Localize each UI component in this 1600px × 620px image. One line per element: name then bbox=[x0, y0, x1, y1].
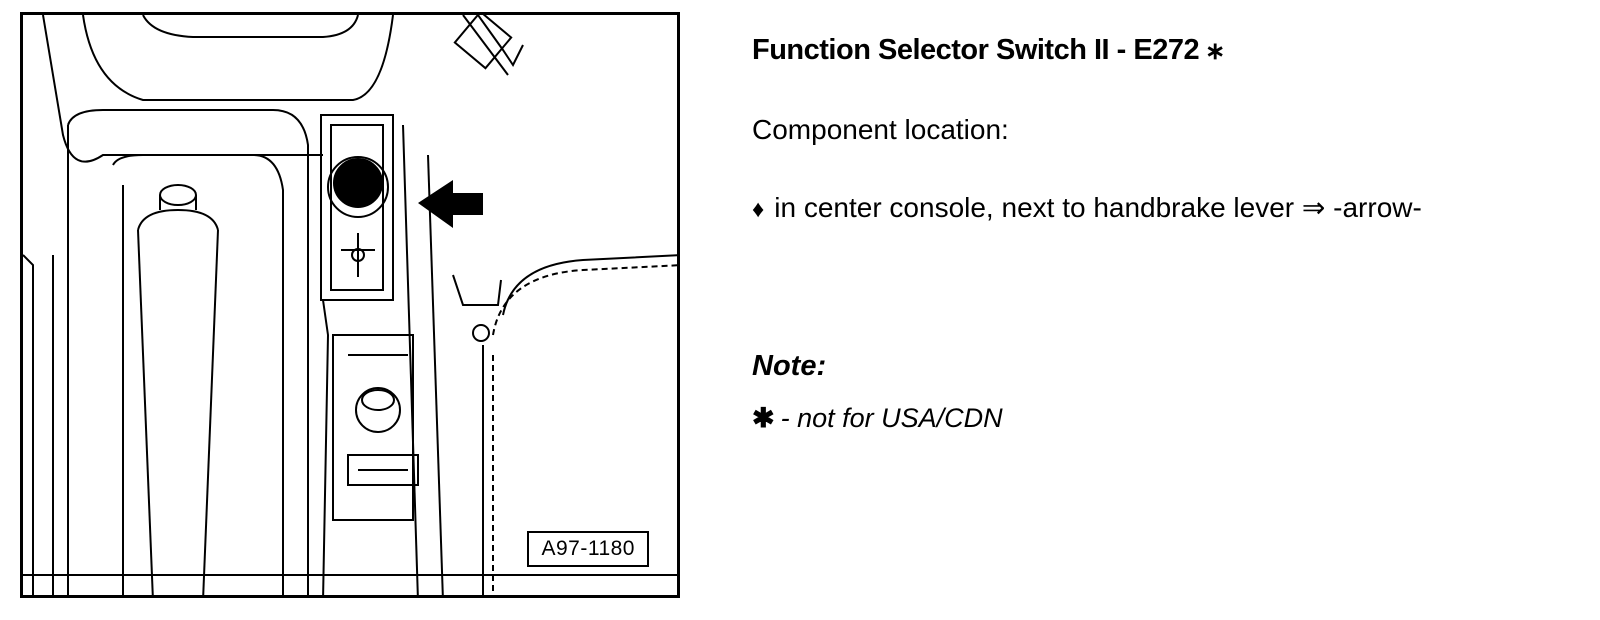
center-console-drawing bbox=[23, 15, 677, 595]
component-location-label: Component location: bbox=[752, 114, 1009, 145]
asterisk-icon: ✱ bbox=[752, 403, 775, 433]
figure-label: A97-1180 bbox=[527, 531, 649, 567]
page-title: Function Selector Switch II - E272∗ bbox=[752, 30, 1592, 72]
location-bullet: ♦ in center console, next to handbrake le… bbox=[752, 190, 1592, 228]
note-text: - not for USA/CDN bbox=[780, 403, 1003, 433]
arrow-icon bbox=[418, 180, 483, 228]
component-illustration: A97-1180 bbox=[20, 12, 680, 598]
title-text: Function Selector Switch II - E272 bbox=[752, 34, 1200, 66]
location-text: in center console, next to handbrake lev… bbox=[774, 192, 1422, 223]
note-heading: Note: bbox=[752, 350, 827, 382]
component-description: Function Selector Switch II - E272∗ Comp… bbox=[752, 30, 1592, 436]
diamond-bullet-icon: ♦ bbox=[752, 196, 765, 223]
asterisk-icon: ∗ bbox=[1205, 38, 1225, 65]
note-item: ✱- not for USA/CDN bbox=[752, 400, 1592, 436]
